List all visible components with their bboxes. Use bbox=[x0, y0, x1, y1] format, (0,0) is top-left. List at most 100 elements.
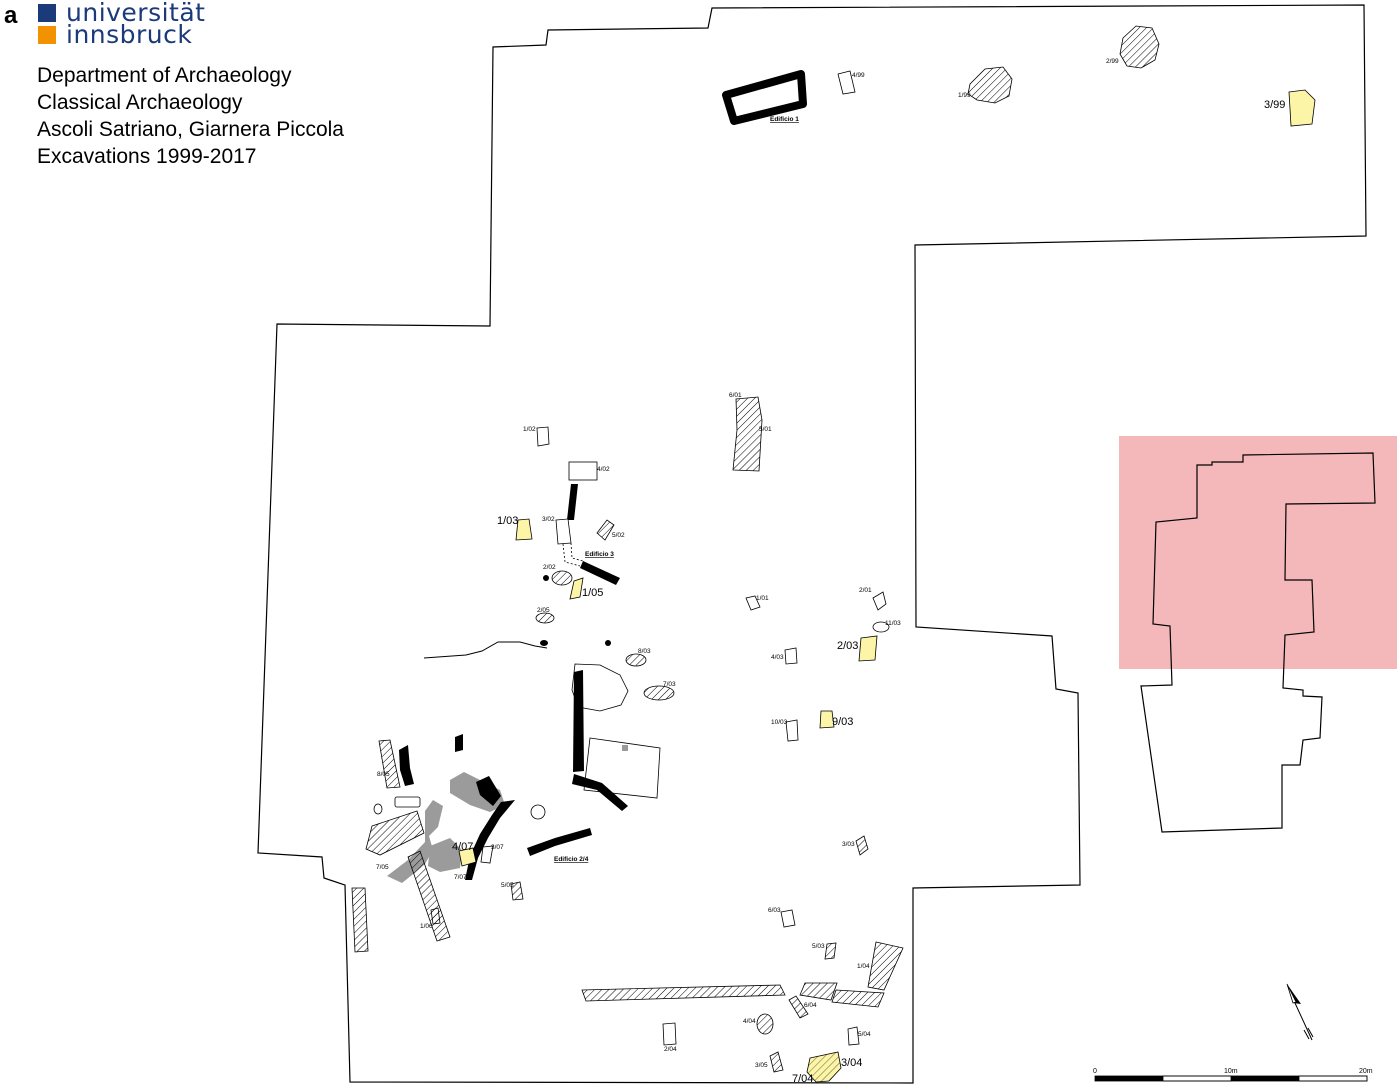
label-5-05: 5/05 bbox=[501, 882, 514, 889]
label-6-01: 6/01 bbox=[729, 392, 742, 399]
feature-3-99 bbox=[1288, 89, 1316, 127]
feature-3-03 bbox=[855, 835, 869, 856]
label-2-05: 2/05 bbox=[537, 607, 550, 614]
label-2-03: 2/03 bbox=[837, 640, 858, 652]
header-text: Department of Archaeology Classical Arch… bbox=[37, 62, 344, 170]
wall-long-north-south bbox=[573, 670, 584, 772]
header-line-site: Ascoli Satriano, Giarnera Piccola bbox=[37, 118, 344, 141]
feature-4-02 bbox=[568, 461, 598, 481]
edificio-1-label: Edificio 1 bbox=[770, 116, 799, 123]
feature-8-05 bbox=[378, 739, 401, 789]
scale-bar bbox=[1094, 1075, 1368, 1082]
label-3-03: 3/03 bbox=[842, 841, 855, 848]
feature-4-99 bbox=[837, 70, 856, 95]
label-7-05: 7/05 bbox=[376, 864, 389, 871]
edificio-3-dashed-wall bbox=[562, 542, 584, 567]
edificio-24-label: Edificio 2/4 bbox=[554, 856, 589, 863]
label-6-04: 6/04 bbox=[804, 1002, 817, 1009]
edificio-3-label: Edificio 3 bbox=[585, 551, 614, 558]
feature-2-05 bbox=[535, 612, 555, 624]
feature-2-99 bbox=[1119, 25, 1160, 69]
label-4-99: 4/99 bbox=[852, 72, 865, 79]
label-1-04: 1/04 bbox=[857, 963, 870, 970]
section-line bbox=[423, 641, 548, 659]
feature-4-04 bbox=[756, 1013, 774, 1035]
feature-8-03 bbox=[625, 653, 647, 667]
label-1-06: 1/06 bbox=[420, 923, 433, 930]
feature-4-07 bbox=[458, 847, 477, 867]
header-line-department: Department of Archaeology bbox=[37, 64, 292, 87]
feature-1-99 bbox=[967, 66, 1013, 104]
label-10-03: 10/03 bbox=[771, 719, 788, 726]
label-8-03: 8/03 bbox=[638, 648, 651, 655]
edificio-24-wall bbox=[527, 828, 592, 856]
excavation-boundary bbox=[257, 4, 1367, 1084]
label-11-03: 11/03 bbox=[885, 620, 901, 627]
label-1-99: 1/99 bbox=[958, 92, 971, 99]
label-4-02: 4/02 bbox=[597, 466, 610, 473]
feature-long-trench bbox=[581, 984, 786, 1002]
scale-label-0: 0 bbox=[1093, 1068, 1097, 1075]
feature-9-03 bbox=[819, 710, 835, 729]
edificio-3-wall-south bbox=[580, 561, 620, 585]
logo-line-1: universität bbox=[66, 0, 206, 27]
feature-room-rectangle bbox=[583, 737, 661, 799]
logo-orange-square bbox=[38, 26, 56, 44]
location-inset-highlight bbox=[1119, 436, 1397, 669]
feature-4-03 bbox=[784, 647, 798, 665]
feature-3-02 bbox=[555, 518, 572, 545]
label-7-07: 7/07 bbox=[454, 874, 467, 881]
header-line-excavations: Excavations 1999-2017 bbox=[37, 145, 257, 168]
feature-10-03 bbox=[785, 719, 799, 742]
label-3-02: 3/02 bbox=[542, 516, 555, 523]
feature-1-03 bbox=[515, 518, 533, 541]
feature-5-02 bbox=[596, 519, 615, 541]
feature-7-04-hatch bbox=[807, 1052, 841, 1082]
wall-curved-east bbox=[572, 774, 628, 811]
label-3-05: 3/05 bbox=[755, 1062, 768, 1069]
edificio-3-wall-north bbox=[567, 484, 578, 520]
feature-1-04 bbox=[867, 941, 904, 991]
post-hole-3 bbox=[605, 640, 611, 646]
feature-2-03 bbox=[858, 635, 878, 662]
feature-6-04 bbox=[788, 995, 809, 1019]
wall-arc bbox=[465, 800, 515, 880]
label-4-03: 4/03 bbox=[771, 654, 784, 661]
wall-curved-central bbox=[476, 776, 501, 806]
scale-label-20: 20m bbox=[1359, 1068, 1373, 1075]
label-1-02: 1/02 bbox=[523, 426, 536, 433]
label-5-04: 5/04 bbox=[858, 1031, 871, 1038]
label-3-04: 3/04 bbox=[841, 1057, 862, 1069]
post-hole-1 bbox=[543, 575, 549, 581]
post-hole-2 bbox=[540, 640, 548, 646]
north-arrow bbox=[1286, 983, 1314, 1041]
feature-1-01 bbox=[745, 595, 761, 611]
grey-area-west bbox=[387, 800, 443, 883]
feature-5-01 bbox=[732, 396, 763, 472]
label-3-99: 3/99 bbox=[1264, 99, 1285, 111]
feature-hatched-block bbox=[365, 810, 425, 856]
label-5-02: 5/02 bbox=[612, 532, 625, 539]
feature-2-02 bbox=[551, 570, 573, 586]
feature-small-oval bbox=[373, 803, 383, 815]
label-1-05: 1/05 bbox=[582, 587, 603, 599]
label-5-01: 5/01 bbox=[759, 426, 772, 433]
feature-rectangle-white bbox=[394, 796, 421, 808]
label-2-99: 2/99 bbox=[1106, 58, 1119, 65]
label-2-02: 2/02 bbox=[543, 564, 556, 571]
feature-1-06 bbox=[430, 907, 441, 925]
feature-1-05 bbox=[569, 577, 584, 600]
feature-2-04 bbox=[662, 1022, 677, 1046]
wall-fragment-west-2 bbox=[455, 734, 463, 752]
label-3-07: 3/07 bbox=[491, 844, 504, 851]
label-1-03: 1/03 bbox=[497, 515, 518, 527]
label-4-07: 4/07 bbox=[452, 841, 473, 853]
feature-11-03 bbox=[872, 621, 890, 633]
label-4-04: 4/04 bbox=[743, 1018, 756, 1025]
feature-3-07 bbox=[480, 845, 494, 864]
feature-long-hatched-west bbox=[351, 887, 369, 953]
logo-line-2: innsbruck bbox=[66, 20, 193, 49]
label-1-01: 1/01 bbox=[756, 595, 769, 602]
feature-3-05 bbox=[769, 1051, 784, 1073]
